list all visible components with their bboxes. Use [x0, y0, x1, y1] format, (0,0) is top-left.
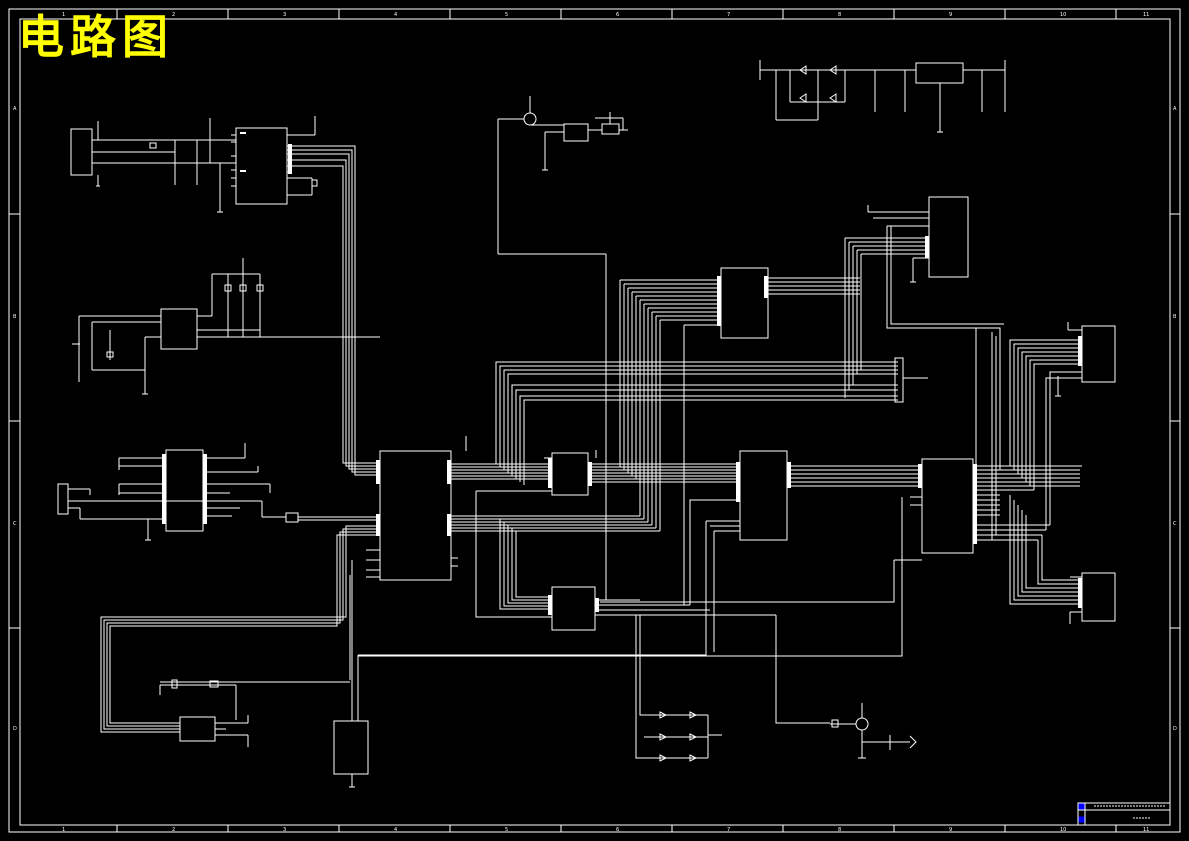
frame-tick-label: 8	[838, 827, 841, 833]
module-right-top	[1055, 322, 1116, 397]
frame-tick-label: 1	[62, 827, 65, 833]
ic-u4-block	[100, 525, 380, 747]
transistor-q2	[830, 703, 917, 759]
frame-tick-label: A	[13, 106, 17, 112]
bus-mcu-port-a	[451, 361, 898, 485]
frame-tick-label: B	[13, 314, 17, 320]
frame-tick-label: B	[1173, 314, 1177, 320]
title-block	[1077, 802, 1171, 826]
frame-tick-label: 9	[949, 12, 952, 18]
ic-top-right	[844, 196, 1004, 471]
frame-tick-label: 10	[1060, 827, 1066, 833]
frame-tick-label: 2	[172, 12, 175, 18]
ic-mid-a	[544, 450, 740, 496]
frame-tick-label: 10	[1060, 12, 1066, 18]
frame-tick-label: 4	[394, 12, 397, 18]
frame-tick-label: C	[1173, 521, 1177, 527]
frame-tick-label: A	[1173, 106, 1177, 112]
relay-block	[497, 96, 628, 600]
frame-tick-label: 7	[727, 12, 730, 18]
inner-frame	[19, 18, 1171, 826]
frame-tick-label: 4	[394, 827, 397, 833]
ic-u3-block	[57, 443, 380, 541]
power-supply-block	[759, 60, 1006, 133]
frame-ticks	[9, 9, 1180, 832]
frame-tick-label: 3	[283, 827, 286, 833]
frame-tick-label: 5	[505, 827, 508, 833]
ic-upper-mid	[619, 267, 860, 605]
bus-mcu-port-b	[451, 490, 660, 618]
page-title: 电路图	[18, 10, 174, 64]
frame-tick-label: 8	[838, 12, 841, 18]
frame-tick-label: D	[13, 726, 17, 732]
frame-tick-label: D	[1173, 726, 1177, 732]
frame-tick-label: 2	[172, 827, 175, 833]
frame-tick-label: 6	[616, 827, 619, 833]
diode-matrix	[659, 711, 722, 762]
power-input-block	[70, 118, 236, 213]
frame-tick-label: 1	[62, 12, 65, 18]
bus-u1-to-mcu	[292, 145, 380, 476]
frame-tick-label: C	[13, 521, 17, 527]
regulator-block	[333, 560, 369, 788]
pin-markers	[162, 132, 1082, 615]
outer-frame	[8, 8, 1181, 833]
bus-right-verticals	[975, 328, 997, 540]
frame-tick-label: 9	[949, 827, 952, 833]
frame-tick-label: 11	[1143, 827, 1149, 833]
frame-tick-label: 6	[616, 12, 619, 18]
frame-tick-label: 5	[505, 12, 508, 18]
module-right-bottom	[1069, 572, 1116, 624]
ic-u2-block	[72, 258, 380, 395]
header-connector	[894, 357, 928, 403]
ic-right-main	[358, 339, 1082, 657]
frame-tick-label: 3	[283, 12, 286, 18]
frame-tick-label: 7	[727, 827, 730, 833]
frame-tick-label: 11	[1143, 12, 1149, 18]
ic-mid-b	[551, 499, 830, 759]
